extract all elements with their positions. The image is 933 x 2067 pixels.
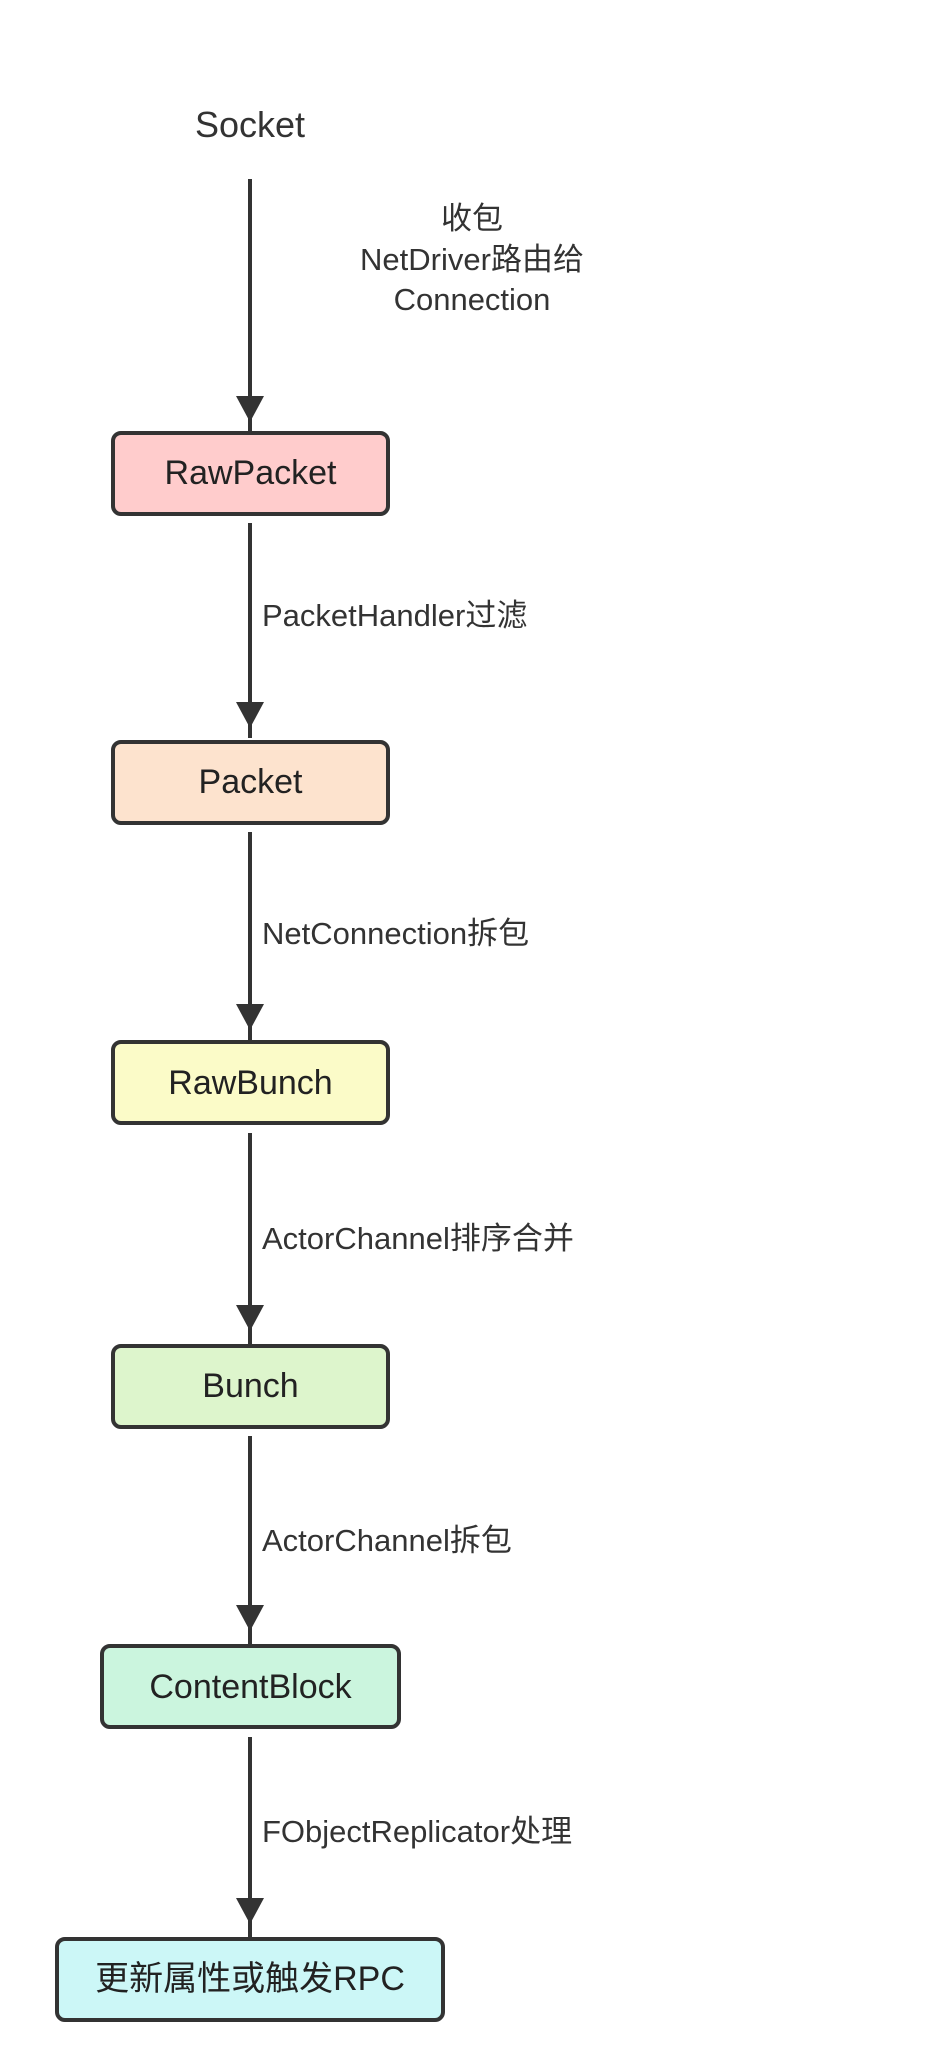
edge-label-rawbunch-bunch: ActorChannel排序合并 — [262, 1220, 574, 1256]
node-packet[interactable]: Packet — [111, 739, 390, 825]
edge-line-rawpacket-packet — [248, 523, 252, 739]
edge-label-contentblock-update: FObjectReplicator处理 — [262, 1813, 573, 1849]
node-bunch[interactable]: Bunch — [111, 1343, 390, 1429]
node-rawpacket[interactable]: RawPacket — [111, 430, 390, 517]
edge-line-contentblock-update — [248, 1736, 252, 1952]
edge-line-packet-rawbunch — [248, 832, 252, 1047]
node-contentblock-label: ContentBlock — [149, 1667, 352, 1706]
node-update-property-or-rpc-label: 更新属性或触发RPC — [95, 1960, 405, 1999]
node-rawbunch[interactable]: RawBunch — [111, 1040, 390, 1126]
edge-label-packet-rawbunch: NetConnection拆包 — [262, 916, 530, 952]
edge-label-bunch-contentblock: ActorChannel拆包 — [262, 1522, 512, 1558]
edge-arrowhead-contentblock-update — [236, 1897, 264, 1924]
edge-arrowhead-rawbunch-bunch — [236, 1304, 264, 1331]
edge-label-rawpacket-packet: PacketHandler过滤 — [262, 597, 528, 633]
edge-arrowhead-socket-rawpacket — [236, 395, 264, 422]
edge-arrowhead-packet-rawbunch — [236, 1003, 264, 1030]
edge-line-rawbunch-bunch — [248, 1132, 252, 1348]
node-update-property-or-rpc[interactable]: 更新属性或触发RPC — [55, 1936, 445, 2022]
node-socket[interactable]: Socket — [194, 104, 306, 146]
edge-label-socket-rawpacket: 收包 NetDriver路由给 Connection — [360, 200, 584, 318]
node-contentblock[interactable]: ContentBlock — [100, 1644, 401, 1730]
node-packet-label: Packet — [198, 763, 303, 802]
node-rawbunch-label: RawBunch — [168, 1063, 333, 1102]
edge-arrowhead-rawpacket-packet — [236, 701, 264, 728]
edge-line-socket-rawpacket — [248, 178, 252, 501]
edge-line-bunch-contentblock — [248, 1436, 252, 1651]
edge-arrowhead-bunch-contentblock — [236, 1605, 264, 1632]
node-rawpacket-label: RawPacket — [164, 454, 337, 493]
node-bunch-label: Bunch — [202, 1367, 299, 1406]
